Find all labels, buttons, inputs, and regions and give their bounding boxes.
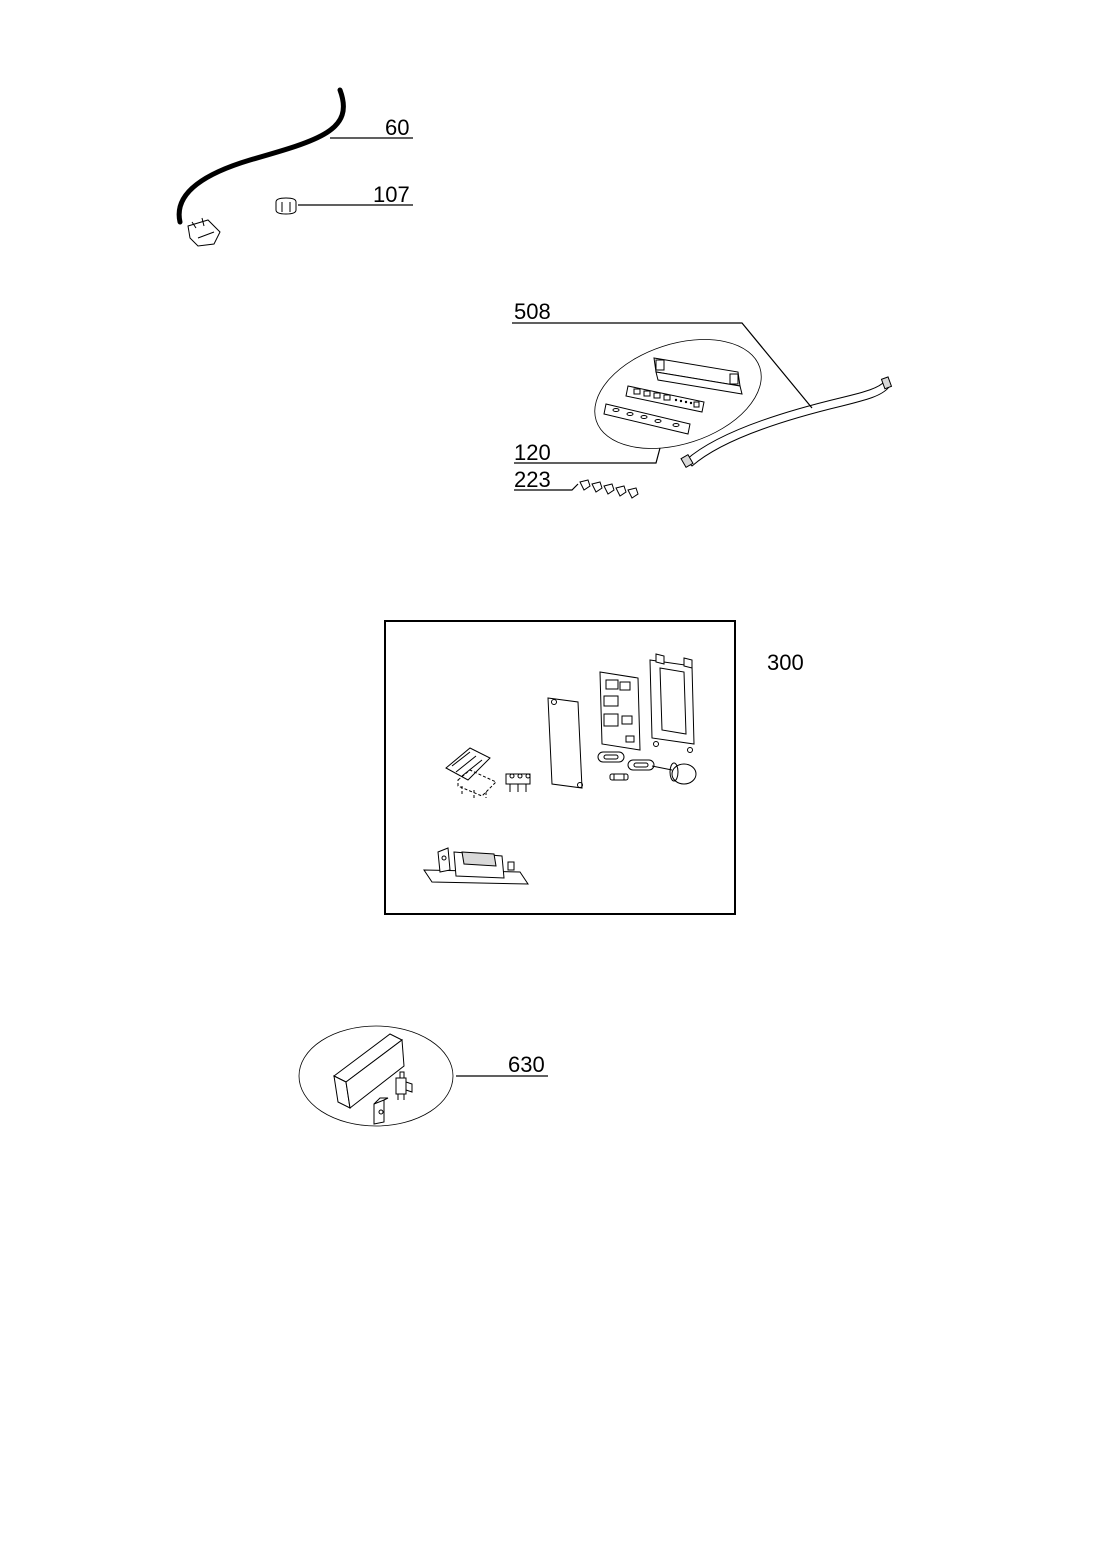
fuse-part	[609, 773, 629, 781]
control-panel-group[interactable]	[581, 320, 775, 468]
leader-line-120	[514, 447, 661, 464]
panel-bracket-part	[653, 357, 743, 395]
front-strip-part	[603, 403, 691, 435]
relay-socket-part	[445, 747, 497, 800]
electronic-kit-frame[interactable]	[384, 620, 736, 915]
plug-icon	[187, 217, 221, 247]
leader-line-508	[512, 322, 813, 409]
callout-630[interactable]: 630	[508, 1052, 545, 1077]
light-kit-group[interactable]	[298, 1025, 454, 1127]
callout-300[interactable]: 300	[767, 650, 804, 675]
callout-60[interactable]: 60	[385, 115, 409, 140]
pcb-board-part	[599, 671, 641, 751]
housing-part	[649, 653, 695, 753]
clips-part[interactable]	[579, 479, 639, 499]
capacitor-part	[651, 762, 697, 785]
leader-line-223	[514, 483, 579, 491]
terminal-block-part	[505, 773, 531, 792]
power-cord-part[interactable]	[176, 87, 346, 247]
cord-clamp-part[interactable]	[275, 197, 297, 215]
bracket-part	[373, 1097, 389, 1125]
keypad-board-part	[625, 385, 705, 413]
electronic-kit-parts	[423, 653, 697, 885]
lamp-bar-part	[333, 1033, 405, 1109]
cover-plate-part	[547, 697, 583, 789]
callout-120[interactable]: 120	[514, 440, 551, 465]
callout-508[interactable]: 508	[514, 299, 551, 324]
callout-223[interactable]: 223	[514, 467, 551, 492]
callout-107[interactable]: 107	[373, 182, 410, 207]
switch-part	[395, 1071, 413, 1100]
fuse-holder-part	[597, 751, 655, 771]
flat-cable-part[interactable]	[680, 376, 893, 469]
transformer-part	[423, 847, 529, 885]
